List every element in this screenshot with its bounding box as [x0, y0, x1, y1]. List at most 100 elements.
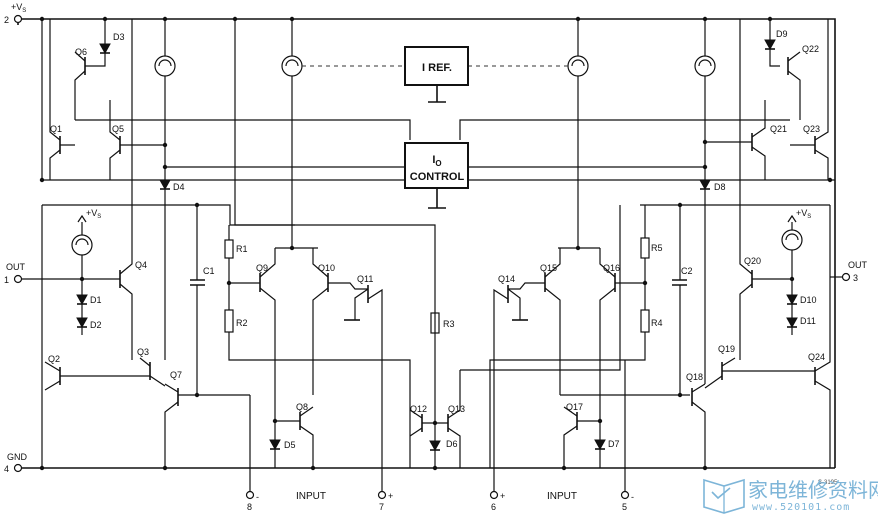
svg-text:R5: R5 [651, 243, 663, 253]
diode-d11: D11 [786, 316, 816, 329]
resistor-r5: R5 [640, 205, 663, 310]
svg-text:R1: R1 [236, 244, 248, 254]
svg-text:Q13: Q13 [448, 404, 465, 414]
pin-6: + 6 [489, 490, 505, 512]
svg-text:7: 7 [379, 502, 384, 512]
supply-rail [17, 18, 836, 468]
transistor-q6: Q6 [74, 47, 95, 120]
svg-text:5: 5 [622, 502, 627, 512]
transistor-q5: Q5 [109, 100, 165, 180]
transistor-q14: Q14 [493, 274, 545, 495]
svg-text:D11: D11 [800, 316, 816, 326]
input-label-left: INPUT [296, 491, 326, 502]
current-source-center-left [281, 19, 303, 248]
svg-text:Q7: Q7 [170, 370, 182, 380]
svg-text:2: 2 [4, 15, 9, 25]
svg-text:1: 1 [4, 275, 9, 285]
transistor-q15: Q15 [540, 248, 561, 395]
resistor-r4: R4 [489, 309, 663, 468]
diode-d2: D2 [76, 317, 102, 330]
svg-text:Q12: Q12 [410, 404, 427, 414]
current-source-right [694, 19, 716, 180]
svg-text:Q8: Q8 [296, 402, 308, 412]
diode-d9: D9 [764, 19, 788, 67]
svg-text:D9: D9 [776, 29, 788, 39]
svg-text:+: + [388, 491, 393, 501]
svg-text:Q14: Q14 [498, 274, 515, 284]
svg-text:GND: GND [7, 452, 28, 462]
transistor-q13: Q13 [435, 370, 465, 468]
svg-text:Q16: Q16 [603, 263, 620, 273]
local-supply-label-left: +VS [86, 208, 101, 220]
transistor-q18: Q18 [686, 372, 706, 468]
pin-5: - 5 [620, 360, 634, 512]
transistor-q24: Q24 [808, 205, 831, 468]
svg-text:-: - [631, 492, 634, 502]
diode-d7: D7 [594, 439, 620, 451]
resistor-r1: R1 [224, 225, 248, 310]
svg-text:8: 8 [247, 502, 252, 512]
diode-d3: D3 [95, 19, 125, 67]
watermark: 家电维修资料网 www.520101.com [703, 478, 878, 514]
pin-7: + 7 [377, 490, 393, 512]
svg-text:D10: D10 [800, 295, 817, 305]
svg-text:D1: D1 [90, 295, 102, 305]
pin-gnd: GND 4 [4, 452, 28, 474]
svg-text:3: 3 [853, 273, 858, 283]
transistor-q22: Q22 [787, 44, 819, 120]
svg-text:C1: C1 [203, 266, 215, 276]
iref-label: I REF. [422, 62, 452, 74]
transistor-q7: Q7 [164, 370, 250, 468]
current-source-out-left [71, 214, 93, 335]
svg-text:OUT: OUT [848, 260, 868, 270]
svg-text:Q19: Q19 [718, 344, 735, 354]
svg-text:IO: IO [432, 154, 441, 168]
diode-d5: D5 [269, 420, 300, 451]
svg-text:Q1: Q1 [50, 124, 62, 134]
current-source-center-right [567, 19, 589, 248]
capacitor-c2: C2 [672, 205, 693, 395]
svg-text:Q5: Q5 [112, 124, 124, 134]
svg-text:Q23: Q23 [803, 124, 820, 134]
transistor-q21: Q21 [705, 100, 787, 180]
transistor-q19: Q19 [704, 344, 815, 389]
svg-text:D4: D4 [173, 182, 185, 192]
svg-text:+: + [500, 491, 505, 501]
pin-out1: OUT 1 [4, 262, 82, 285]
svg-text:Q10: Q10 [318, 263, 335, 273]
diode-d8: D8 [699, 179, 726, 384]
input-label-right: INPUT [547, 491, 577, 502]
transistor-q17: Q17 [563, 402, 600, 468]
watermark-title: 家电维修资料网 [748, 478, 878, 502]
svg-text:R2: R2 [236, 318, 248, 328]
svg-text:6: 6 [491, 502, 496, 512]
transistor-q3: Q3 [137, 347, 166, 387]
transistor-q20: Q20 [739, 19, 792, 360]
pin-out3: OUT 3 [830, 260, 868, 283]
iref-block: I REF. [404, 46, 469, 103]
diode-d1: D1 [76, 294, 102, 306]
transistor-q12: Q12 [409, 404, 435, 437]
svg-text:R4: R4 [651, 318, 663, 328]
transistor-q1: Q1 [49, 19, 75, 180]
capacitor-c1: C1 [190, 205, 215, 395]
svg-text:Q15: Q15 [540, 263, 557, 273]
drawing-code: S-3195 [818, 480, 838, 486]
diode-d10: D10 [786, 294, 817, 306]
transistor-q16: Q16 [599, 248, 645, 468]
transistor-q11: Q11 [328, 274, 383, 495]
svg-text:Q20: Q20 [744, 256, 761, 266]
current-source-out-right [781, 214, 803, 335]
transistor-q23: Q23 [790, 19, 829, 180]
svg-text:Q9: Q9 [256, 263, 268, 273]
svg-text:Q6: Q6 [75, 47, 87, 57]
svg-text:Q17: Q17 [566, 402, 583, 412]
svg-text:Q2: Q2 [48, 354, 60, 364]
local-supply-label-right: +VS [796, 208, 811, 220]
transistor-q2: Q2 [44, 354, 150, 391]
svg-text:Q4: Q4 [135, 260, 147, 270]
svg-text:R3: R3 [443, 319, 455, 329]
transistor-q4: Q4 [82, 19, 147, 360]
resistor-r3: R3 [430, 312, 455, 334]
io-control-block: IO CONTROL [404, 142, 469, 209]
